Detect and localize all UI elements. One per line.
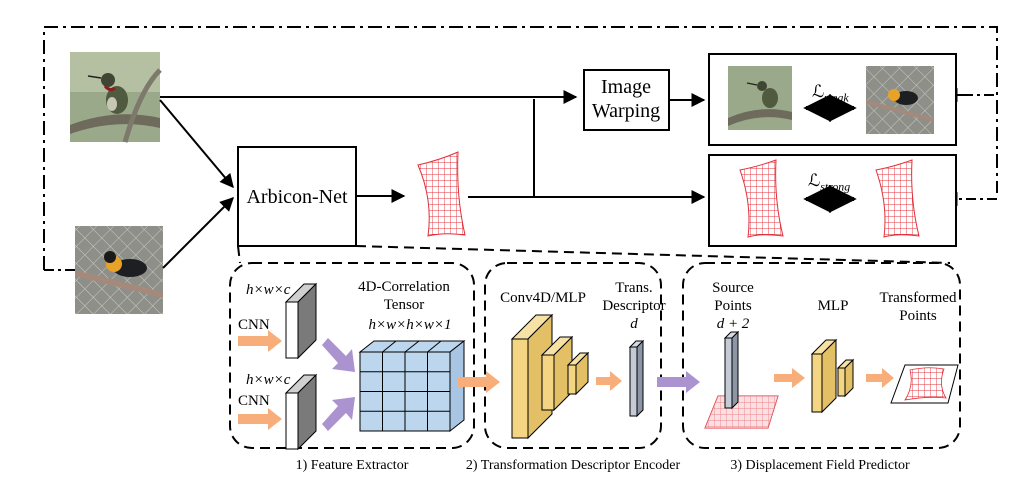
displacement-predictor-panel xyxy=(682,262,961,449)
cnn-feature-map-bottom xyxy=(284,373,318,451)
source-points-line1: Source xyxy=(712,280,754,296)
cnn-label-bottom: CNN xyxy=(238,393,270,409)
feature-extractor-caption: 1) Feature Extractor xyxy=(295,458,409,473)
predicted-grid-copy xyxy=(739,159,784,238)
ground-truth-grid xyxy=(875,159,920,238)
strong-loss-label: ℒstrong xyxy=(808,171,851,194)
tensor-title-line2: Tensor xyxy=(383,297,425,313)
mlp-input-arrow xyxy=(774,368,805,388)
mlp-label: MLP xyxy=(817,298,849,314)
predictor-input-arrow xyxy=(657,371,700,393)
feature-dims-bottom: h×w×c xyxy=(246,372,291,388)
source-points-dims: d + 2 xyxy=(716,316,750,332)
image-warping-label-line2: Warping xyxy=(591,100,661,122)
correlation-arrow-top xyxy=(322,338,355,372)
target-image-copy xyxy=(866,66,934,134)
image-warping-label-line1: Image xyxy=(601,76,651,98)
cnn-arrow-bottom xyxy=(238,408,282,430)
cnn-feature-map-top xyxy=(284,282,318,360)
image-warping-box xyxy=(583,69,670,131)
mlp-output-arrow xyxy=(866,368,894,388)
transformed-points-line2: Points xyxy=(899,308,937,324)
source-points-line2: Points xyxy=(714,298,752,314)
correlation-arrow-bottom xyxy=(322,397,355,431)
descriptor-arrow xyxy=(596,371,622,391)
displacement-predictor-caption: 3) Displacement Field Predictor xyxy=(730,458,910,473)
warped-source-image xyxy=(728,66,792,130)
descriptor-encoder-caption: 2) Transformation Descriptor Encoder xyxy=(465,458,681,473)
transformed-points xyxy=(890,364,959,404)
descriptor-encoder-panel xyxy=(484,262,662,449)
tensor-dims: h×w×h×w×1 xyxy=(368,317,452,333)
conv4d-mlp-label: Conv4D/MLP xyxy=(500,290,586,306)
tensor-title-line1: 4D-Correlation xyxy=(358,279,450,295)
trans-descriptor-symbol: d xyxy=(630,316,638,332)
feature-extractor-panel xyxy=(229,262,475,449)
conv4d-mlp-blocks xyxy=(510,313,590,440)
trans-descriptor-line1: Trans. xyxy=(615,280,653,296)
cnn-label-top: CNN xyxy=(238,317,270,333)
encoder-input-arrow xyxy=(458,371,500,393)
target-bird-image xyxy=(75,226,163,314)
weak-loss-label: ℒweak xyxy=(812,82,849,105)
source-points-grid xyxy=(704,395,779,429)
transformed-points-line1: Transformed xyxy=(879,290,957,306)
arbicon-net-box xyxy=(237,146,357,247)
arbicon-net-label: Arbicon-Net xyxy=(246,186,348,208)
trans-descriptor-bar xyxy=(628,339,645,418)
predicted-warp-field xyxy=(417,151,466,237)
mlp-blocks xyxy=(810,338,855,414)
feature-dims-top: h×w×c xyxy=(246,282,291,298)
source-points-bar xyxy=(723,330,740,410)
source-bird-image xyxy=(70,52,162,143)
feedback-loop-line xyxy=(43,26,998,270)
correlation-tensor xyxy=(358,339,466,433)
cnn-arrow-top xyxy=(238,330,282,352)
trans-descriptor-line2: Descriptor xyxy=(602,298,666,314)
